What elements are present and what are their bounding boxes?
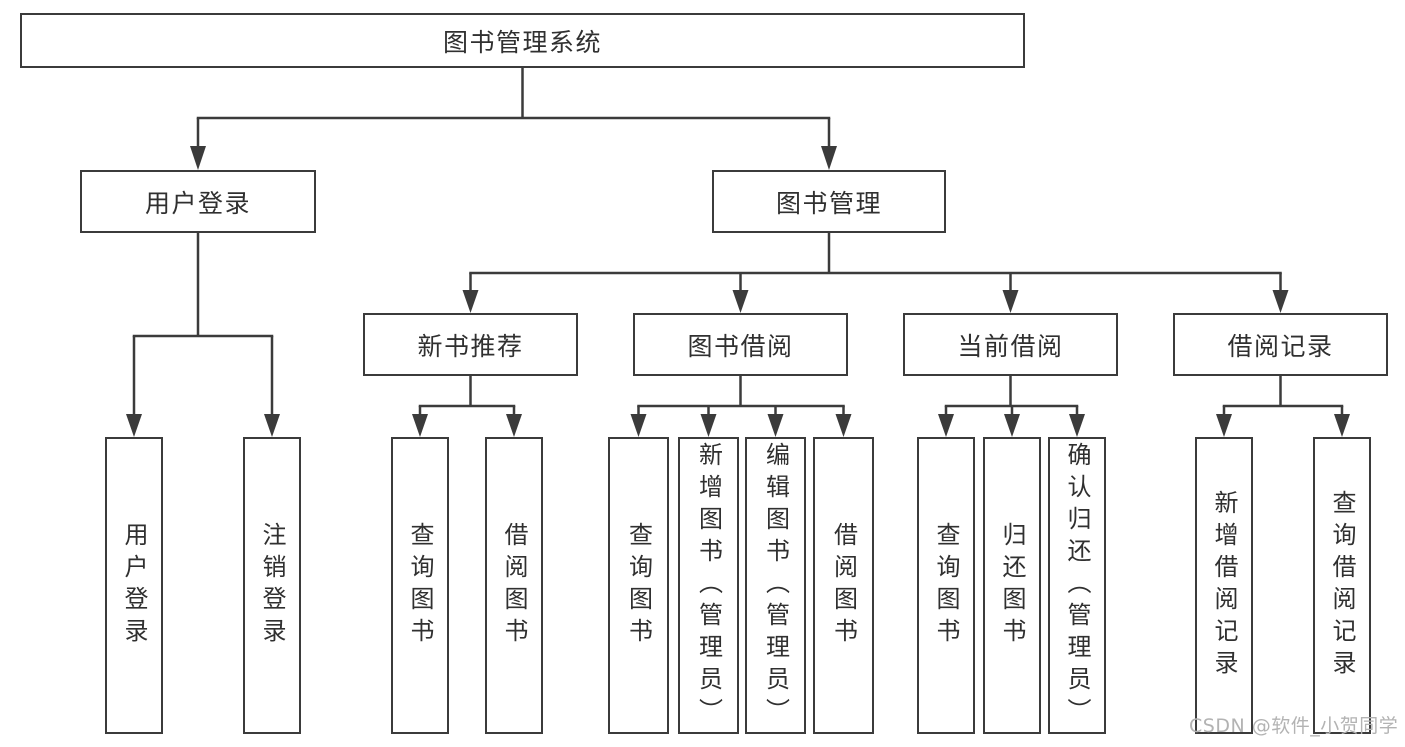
node-label: 新书推荐 [417, 331, 524, 361]
arrowhead-icon [630, 414, 647, 437]
arrowhead-icon [264, 414, 280, 437]
leaf-label: 新增图书（管理员） [694, 441, 723, 730]
leaf-label: 查询图书 [932, 521, 960, 650]
arrowhead-icon [1272, 290, 1289, 313]
connector-bookmgmt-to-level3 [462, 233, 1289, 313]
connector-userlogin-children [126, 233, 280, 437]
leaf-logout: 注销登录 [243, 437, 301, 734]
arrowhead-icon [1334, 414, 1350, 437]
node-label: 图书管理 [775, 188, 882, 218]
connector-records-children [1216, 376, 1350, 437]
node-label: 借阅记录 [1227, 331, 1334, 361]
arrowhead-icon [1004, 414, 1020, 437]
leaf-label: 查询借阅记录 [1328, 489, 1356, 682]
arrowhead-icon [767, 414, 784, 437]
leaf-label: 借阅图书 [829, 521, 858, 650]
leaf-user-login: 用户登录 [105, 437, 163, 734]
leaf-label: 归还图书 [998, 521, 1026, 650]
leaf-label: 查询图书 [624, 521, 653, 650]
node-root-label: 图书管理系统 [442, 27, 602, 57]
connector-newbooks-children [412, 376, 522, 437]
node-book-borrowing: 图书借阅 [633, 313, 848, 376]
leaf-query-books-1: 查询图书 [391, 437, 449, 734]
arrowhead-icon [821, 146, 837, 170]
leaf-borrow-books-1: 借阅图书 [485, 437, 543, 734]
arrowhead-icon [835, 414, 852, 437]
arrowhead-icon [700, 414, 717, 437]
leaf-label: 用户登录 [120, 521, 148, 650]
node-borrow-records: 借阅记录 [1173, 313, 1388, 376]
leaf-label: 新增借阅记录 [1210, 489, 1238, 682]
leaf-add-books-admin: 新增图书（管理员） [678, 437, 739, 734]
leaf-edit-books-admin: 编辑图书（管理员） [745, 437, 806, 734]
leaf-return-books: 归还图书 [983, 437, 1041, 734]
arrowhead-icon [1069, 414, 1085, 437]
node-new-book-recommend: 新书推荐 [363, 313, 578, 376]
arrowhead-icon [412, 414, 428, 437]
leaf-label: 借阅图书 [500, 521, 528, 650]
leaf-label: 注销登录 [258, 521, 286, 650]
arrowhead-icon [126, 414, 142, 437]
arrowhead-icon [938, 414, 954, 437]
csdn-watermark: CSDN @软件_小贺同学 [1189, 715, 1399, 737]
arrowhead-icon [506, 414, 522, 437]
leaf-confirm-return-admin: 确认归还（管理员） [1048, 437, 1106, 734]
connector-borrowing-children [630, 376, 852, 437]
connector-current-children [938, 376, 1085, 437]
arrowhead-icon [1216, 414, 1232, 437]
node-book-management: 图书管理 [712, 170, 946, 233]
node-label: 图书借阅 [687, 331, 794, 361]
node-root: 图书管理系统 [20, 13, 1025, 68]
leaf-add-borrow-record: 新增借阅记录 [1195, 437, 1253, 734]
leaf-label: 确认归还（管理员） [1063, 441, 1091, 730]
connector-root-to-level2 [190, 68, 837, 170]
leaf-query-borrow-record: 查询借阅记录 [1313, 437, 1371, 734]
leaf-label: 查询图书 [406, 521, 434, 650]
leaf-query-books-2: 查询图书 [608, 437, 669, 734]
arrowhead-icon [462, 290, 479, 313]
arrowhead-icon [190, 146, 206, 170]
node-user-login: 用户登录 [80, 170, 316, 233]
node-label: 用户登录 [144, 188, 251, 218]
leaf-borrow-books-2: 借阅图书 [813, 437, 874, 734]
leaf-query-books-3: 查询图书 [917, 437, 975, 734]
arrowhead-icon [732, 290, 749, 313]
leaf-label: 编辑图书（管理员） [761, 441, 790, 730]
node-current-borrowing: 当前借阅 [903, 313, 1118, 376]
node-label: 当前借阅 [957, 331, 1064, 361]
arrowhead-icon [1002, 290, 1019, 313]
